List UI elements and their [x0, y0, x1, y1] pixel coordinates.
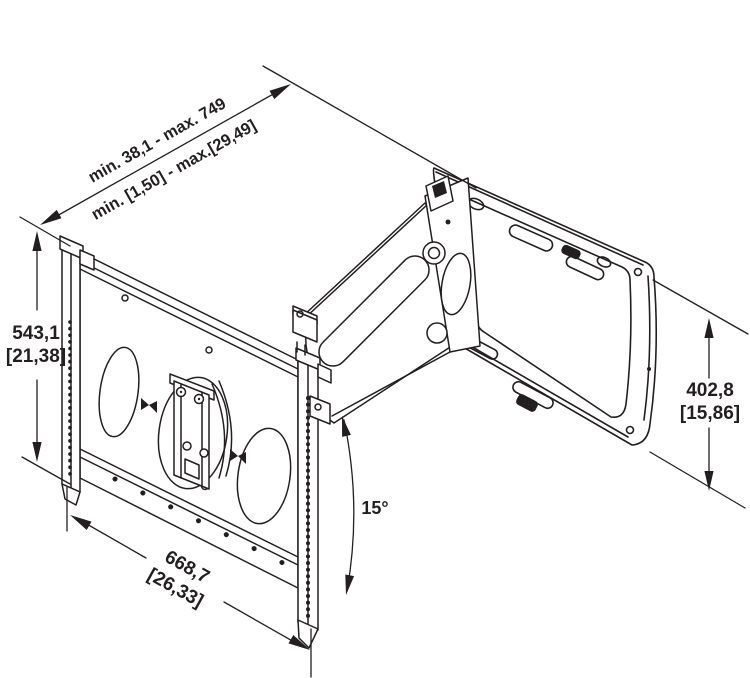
dim-tilt-arc [342, 416, 355, 595]
arm-pivots [292, 305, 331, 425]
mount-hole-row [112, 476, 286, 566]
upper-pivot [292, 309, 318, 343]
logo-mark-left [141, 398, 157, 413]
dim-depth [19, 65, 477, 247]
dim-bracket-height-metric: 402,8 [686, 380, 734, 402]
tv-rail-slot [565, 255, 605, 281]
dim-plate-width [66, 486, 312, 678]
dim-plate-height-imperial: [21,38] [5, 346, 67, 367]
wall-rail-left [59, 235, 95, 506]
dimension-graphics [19, 65, 749, 678]
wall-plate [59, 235, 299, 589]
dim-bracket-height [649, 279, 749, 509]
dim-tilt-angle: 15° [361, 498, 389, 519]
dim-bracket-height-imperial: [15,86] [679, 403, 741, 424]
cable-cutout-right [236, 427, 292, 525]
cable-cutout-center [157, 376, 229, 490]
dim-plate-height [21, 231, 71, 485]
tv-rail-slot [508, 224, 554, 252]
wall-rail-right [295, 347, 332, 649]
dim-plate-height-metric: 543,1 [12, 323, 60, 345]
logo-mark-right [230, 449, 246, 464]
rail-clip [561, 244, 581, 260]
dim-plate-height-label: 543,1 [21,38] [6, 323, 66, 369]
swing-arm [302, 175, 481, 424]
vesa-bracket [169, 373, 215, 490]
rail-clip [516, 394, 538, 412]
dim-bracket-height-label: 402,8 [15,86] [680, 380, 740, 426]
dim-tilt-label: 15° [361, 498, 388, 520]
